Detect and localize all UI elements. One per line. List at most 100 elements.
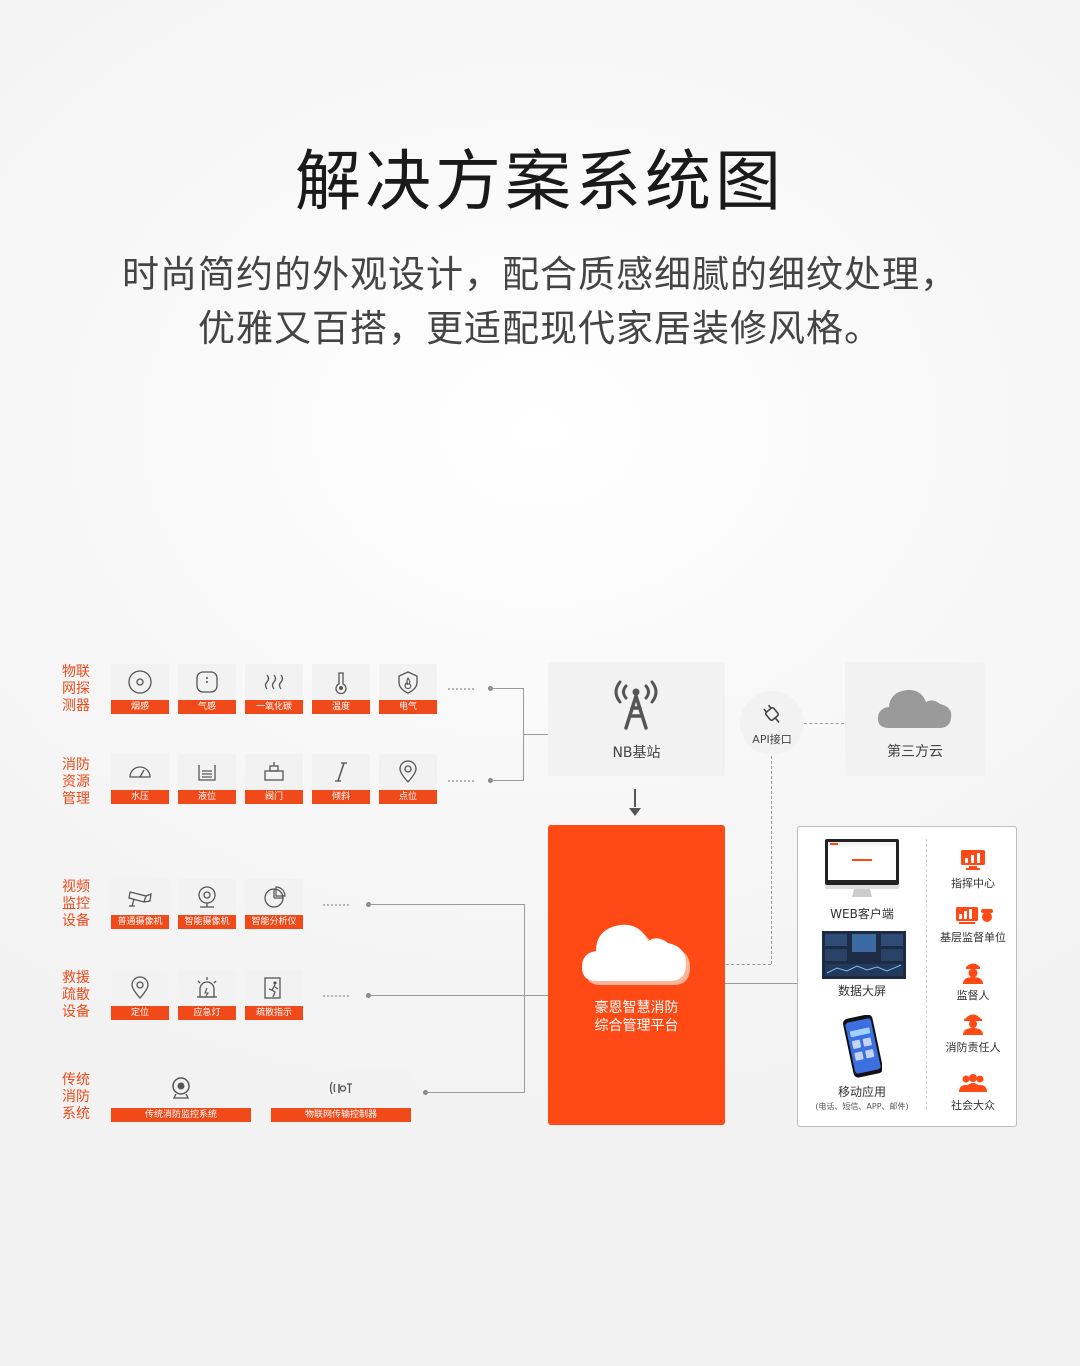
connector-line [725, 983, 797, 984]
location-pin-icon [111, 974, 169, 1002]
device-label: 气感 [178, 700, 236, 714]
group-label-line: 救援 [60, 970, 92, 987]
supervisor-icon [961, 960, 985, 988]
dashed-connector [771, 756, 772, 964]
cctv-camera-icon [111, 883, 169, 911]
subtitle-line-1: 时尚简约的外观设计，配合质感细腻的细纹处理， [0, 244, 1080, 298]
group-label-line: 监控 [60, 896, 92, 913]
device-tile-traditional-monitor[interactable]: 传统消防监控系统 [111, 1070, 251, 1122]
connector-dots [323, 995, 349, 997]
gas-detector-icon [178, 668, 236, 696]
connector-dots [323, 904, 349, 906]
device-label: 传统消防监控系统 [111, 1108, 251, 1122]
connector-line [523, 734, 548, 735]
device-label: 点位 [379, 790, 437, 804]
arrow-down-icon [628, 803, 642, 822]
device-label: 物联网传输控制器 [271, 1108, 411, 1122]
carbon-monoxide-icon [245, 668, 303, 696]
device-tile-positioning[interactable]: 定位 [111, 970, 169, 1020]
device-tile-co[interactable]: 一氧化碳 [245, 664, 303, 714]
group-label-line: 测器 [60, 698, 92, 715]
device-tile-smart-camera[interactable]: 智能摄像机 [178, 879, 236, 929]
group-label-line: 管理 [60, 791, 92, 808]
connector-line [368, 904, 525, 905]
device-tile-iot-controller[interactable]: 物联网传输控制器 [271, 1070, 411, 1122]
device-label: 水压 [111, 790, 169, 804]
device-tile-smoke[interactable]: 烟感 [111, 664, 169, 714]
management-platform[interactable]: 豪恩智慧消防 综合管理平台 [548, 825, 725, 1125]
pie-analysis-icon [245, 883, 303, 911]
third-party-cloud-card[interactable]: 第三方云 [845, 662, 985, 776]
device-tile-emergency-light[interactable]: 应急灯 [178, 970, 236, 1020]
device-label: 倾斜 [312, 790, 370, 804]
valve-icon [245, 758, 303, 786]
device-label: 应急灯 [178, 1006, 236, 1020]
group-label-line: 物联 [60, 664, 92, 681]
group-label-line: 消防 [60, 757, 92, 774]
mobile-phone-icon [842, 1015, 882, 1085]
location-pin-icon [379, 758, 437, 786]
command-center-icon [960, 849, 986, 875]
liquid-level-icon [178, 758, 236, 786]
role-label: 监督人 [923, 987, 1023, 1003]
connector-dots [448, 688, 474, 690]
device-label: 烟感 [111, 700, 169, 714]
data-screen-label: 数据大屏 [808, 982, 916, 999]
connector-dots [448, 780, 474, 782]
cloud-icon [580, 915, 696, 993]
device-label: 电气 [379, 700, 437, 714]
pressure-gauge-icon [111, 758, 169, 786]
device-tile-gas[interactable]: 气感 [178, 664, 236, 714]
device-tile-valve[interactable]: 阀门 [245, 754, 303, 804]
group-label-line: 视频 [60, 879, 92, 896]
group-label-line: 传统 [60, 1072, 92, 1089]
device-tile-tilt[interactable]: 倾斜 [312, 754, 370, 804]
group-label-rescue: 救援 疏散 设备 [60, 970, 92, 1021]
webcam-icon [111, 1074, 251, 1102]
device-tile-liquid-level[interactable]: 液位 [178, 754, 236, 804]
group-label-iot-detectors: 物联 网探 测器 [60, 664, 92, 715]
group-label-line: 设备 [60, 1004, 92, 1021]
desktop-monitor-icon [822, 837, 902, 905]
device-tile-point[interactable]: 点位 [379, 754, 437, 804]
group-label-line: 资源 [60, 774, 92, 791]
device-tile-water-pressure[interactable]: 水压 [111, 754, 169, 804]
iot-controller-icon [271, 1074, 411, 1102]
dashed-connector [726, 964, 771, 965]
group-label-line: 系统 [60, 1106, 92, 1123]
connector-line [490, 780, 524, 781]
device-label: 阀门 [245, 790, 303, 804]
dashed-connector [804, 723, 844, 724]
clients-panel: WEB客户端 数据大屏 移动应用 (电话、短信、APP、邮件) [797, 826, 1017, 1127]
device-label: 疏散指示 [245, 1006, 303, 1020]
device-tile-exit-sign[interactable]: 疏散指示 [245, 970, 303, 1020]
group-label-video: 视频 监控 设备 [60, 879, 92, 930]
connector-line [524, 904, 525, 1093]
tilt-icon [312, 758, 370, 786]
mobile-app-note: (电话、短信、APP、邮件) [800, 1101, 924, 1112]
platform-name-line-1: 豪恩智慧消防 [548, 1000, 725, 1017]
emergency-light-icon [178, 974, 236, 1002]
connector-line [490, 688, 524, 689]
fire-officer-icon [961, 1011, 985, 1039]
device-tile-temperature[interactable]: 温度 [312, 664, 370, 714]
device-tile-electrical[interactable]: 电气 [379, 664, 437, 714]
group-label-traditional: 传统 消防 系统 [60, 1072, 92, 1123]
group-label-fire-resources: 消防 资源 管理 [60, 757, 92, 808]
group-label-line: 设备 [60, 913, 92, 930]
device-label: 温度 [312, 700, 370, 714]
nb-station-card[interactable]: NB基站 [548, 662, 725, 776]
device-label: 智能分析仪 [245, 915, 303, 929]
connector-line [368, 995, 548, 996]
device-tile-normal-camera[interactable]: 普通摄像机 [111, 879, 169, 929]
device-label: 一氧化碳 [245, 700, 303, 714]
thermometer-icon [312, 668, 370, 696]
device-label: 智能摄像机 [178, 915, 236, 929]
api-node[interactable]: API接口 [740, 691, 804, 755]
role-label: 指挥中心 [923, 875, 1023, 891]
antenna-tower-icon [606, 676, 666, 736]
group-label-line: 网探 [60, 681, 92, 698]
supervision-unit-icon [955, 905, 995, 931]
cloud-icon [875, 682, 955, 736]
device-tile-analyzer[interactable]: 智能分析仪 [245, 879, 303, 929]
